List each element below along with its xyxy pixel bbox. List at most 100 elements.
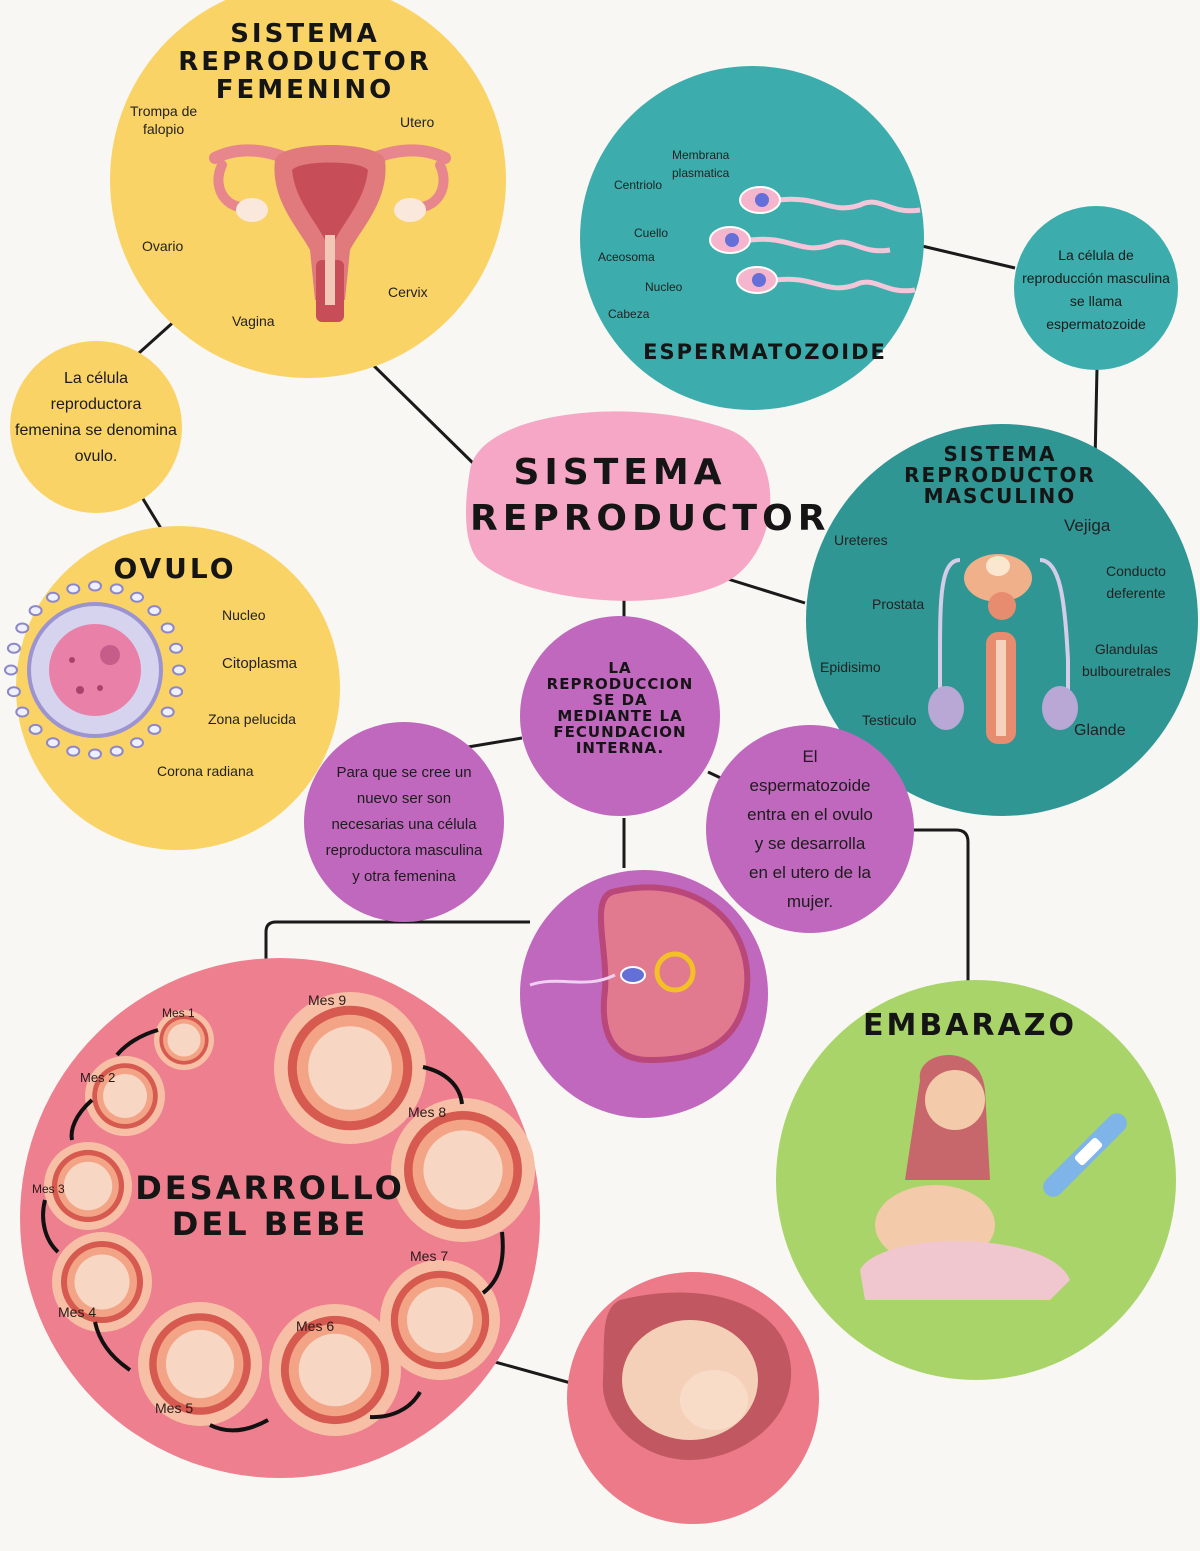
corona-radiata-cells: [4, 580, 186, 760]
sperm-enters-line1: El: [802, 747, 818, 766]
connector-fertilization-development: [264, 920, 530, 982]
connector-fecundacion-need: [461, 736, 523, 750]
desarrollo-title-line1: DESARROLLO: [135, 1169, 405, 1207]
need-note-circle: [304, 722, 504, 922]
fecundacion-line5: FECUNDACION: [553, 723, 687, 741]
label-glandulas: Glandulas bulbouretrales: [1082, 638, 1171, 682]
label-zona-pelucida: Zona pelucida: [208, 711, 296, 727]
need-note-line3: necesarias una célula: [331, 816, 477, 833]
uterus-illustration: [209, 144, 451, 322]
corona-cell: [28, 605, 43, 617]
label-membrana-line2: plasmatica: [672, 166, 730, 180]
corona-cell: [66, 583, 81, 595]
female-note-line1: La célula: [63, 370, 129, 387]
male-system-title: SISTEMA REPRODUCTOR MASCULINO: [880, 444, 1120, 507]
female-title-line3: FEMENINO: [215, 75, 395, 105]
male-title-line3: MASCULINO: [923, 484, 1077, 508]
fecundacion-circle: [520, 616, 720, 816]
label-trompa: Trompa de falopio: [130, 102, 197, 138]
label-vagina: Vagina: [232, 313, 275, 329]
female-note-line2: reproductora: [50, 396, 142, 413]
male-title-line1: SISTEMA: [943, 442, 1057, 466]
connector-center-female: [366, 358, 480, 470]
desarrollo-title-line2: DEL BEBE: [171, 1205, 369, 1243]
need-note-line2: nuevo ser son: [356, 790, 452, 807]
need-note-line5: y otra femenina: [352, 868, 456, 885]
label-conducto-line1: Conducto: [1106, 563, 1166, 579]
label-centriolo: Centriolo: [614, 178, 663, 192]
female-note-circle: [10, 341, 182, 513]
female-title-line1: SISTEMA: [230, 19, 380, 49]
male-note-line4: espermatozoide: [1046, 316, 1146, 332]
female-system-title: SISTEMA REPRODUCTOR FEMENINO: [170, 20, 440, 104]
corona-cell: [46, 737, 60, 749]
label-mes-4: Mes 4: [58, 1304, 97, 1320]
label-testiculo: Testiculo: [862, 712, 917, 728]
label-acrosoma: Aceosoma: [598, 250, 655, 264]
female-title-line2: REPRODUCTOR: [178, 47, 432, 77]
sperm-enters-circle: [706, 725, 914, 933]
sperm-enters-line6: mujer.: [786, 892, 834, 911]
label-glandulas-line1: Glandulas: [1094, 641, 1158, 657]
corona-cell: [6, 686, 21, 698]
label-ovario: Ovario: [142, 238, 184, 254]
fecundacion-line4: MEDIANTE LA: [557, 707, 683, 725]
label-glandulas-line2: bulbouretrales: [1082, 663, 1171, 679]
baby-month-5: [138, 1302, 262, 1426]
sperm-enters-line5: en el utero de la: [749, 863, 871, 882]
male-title-line2: REPRODUCTOR: [904, 463, 1096, 487]
label-cervix: Cervix: [388, 284, 428, 300]
center-title: SISTEMA REPRODUCTOR: [470, 450, 831, 542]
label-mes-5: Mes 5: [155, 1400, 194, 1416]
corona-cell: [66, 745, 81, 757]
male-note-text: La célula de reproducción masculina se l…: [1016, 244, 1176, 336]
male-note-line2: reproducción masculina: [1022, 270, 1170, 286]
fecundacion-line3: SE DA: [592, 691, 648, 709]
corona-cell: [160, 706, 175, 718]
sperm-enters-line2: espermatozoide: [749, 776, 871, 795]
label-mes-6: Mes 6: [296, 1318, 335, 1334]
fecundacion-line1: LA: [608, 659, 632, 677]
male-note-line1: La célula de: [1058, 247, 1134, 263]
baby-month-6: [269, 1304, 401, 1436]
connector-enters-embarazo: [912, 828, 970, 982]
sperm-enters-text: El espermatozoide entra en el ovulo y se…: [720, 742, 900, 916]
sperm-enters-line3: entra en el ovulo: [747, 805, 873, 824]
development-arrows: [41, 1028, 505, 1433]
connector-note-male: [1093, 367, 1099, 463]
corona-cell: [109, 745, 124, 757]
label-citoplasma: Citoplasma: [222, 655, 298, 672]
label-epididimo: Epidisimo: [820, 659, 881, 675]
label-corona-radiana: Corona radiana: [157, 763, 254, 779]
corona-cell: [15, 706, 30, 718]
fecundacion-line6: INTERNA.: [575, 739, 665, 757]
corona-cell: [160, 622, 175, 634]
corona-cell: [88, 748, 102, 760]
label-cabeza: Cabeza: [608, 307, 650, 321]
corona-cell: [46, 591, 60, 603]
corona-cell: [147, 723, 162, 735]
center-title-line1: SISTEMA: [513, 452, 727, 493]
center-title-line2: REPRODUCTOR: [470, 498, 831, 539]
corona-cell: [15, 622, 30, 634]
label-ureteres: Ureteres: [834, 532, 888, 548]
baby-month-1: [154, 1010, 214, 1070]
female-note-line4: ovulo.: [74, 448, 118, 465]
label-utero: Utero: [400, 114, 435, 130]
corona-cell: [28, 723, 43, 735]
label-membrana-line1: Membrana: [672, 148, 730, 162]
ovulo-title: OVULO: [113, 552, 237, 585]
label-membrana: Membrana plasmatica: [672, 146, 729, 182]
label-mes-7: Mes 7: [410, 1248, 449, 1264]
corona-cell: [88, 580, 102, 592]
baby-month-7: [380, 1260, 500, 1380]
label-conducto-line2: deferente: [1106, 585, 1166, 601]
ovum-illustration: [27, 602, 163, 738]
embarazo-title: EMBARAZO: [862, 1008, 1077, 1043]
corona-cell: [6, 642, 21, 654]
fertilization-illustration: [529, 884, 751, 1064]
desarrollo-title: DESARROLLO DEL BEBE: [130, 1170, 410, 1242]
corona-cell: [172, 664, 186, 676]
sperm-3: [736, 266, 916, 294]
need-note-line1: Para que se cree un: [336, 764, 472, 781]
